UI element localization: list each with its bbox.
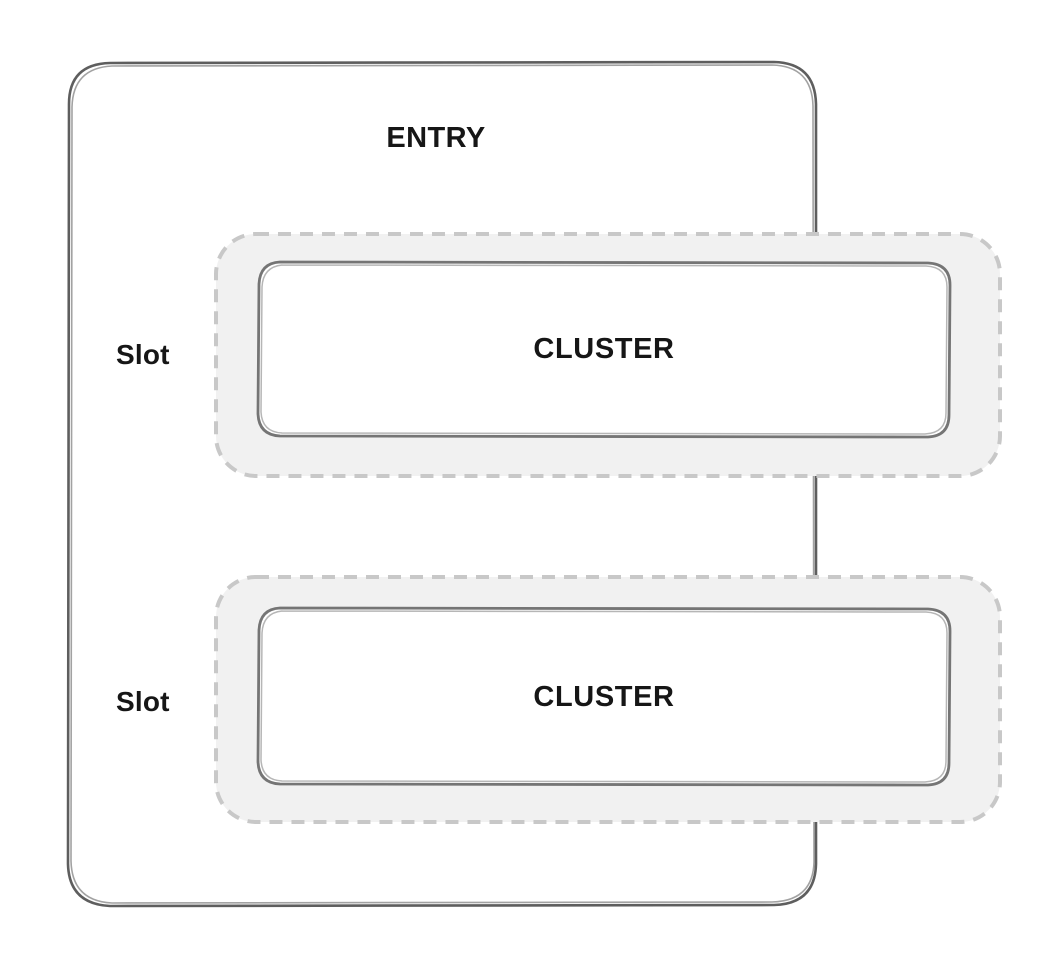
cluster-2-label: CLUSTER: [533, 681, 675, 713]
slot-2-label: Slot: [116, 686, 170, 717]
slot-1-label: Slot: [116, 339, 170, 370]
cluster-1-label: CLUSTER: [533, 333, 675, 365]
entry-label: ENTRY: [386, 122, 486, 154]
